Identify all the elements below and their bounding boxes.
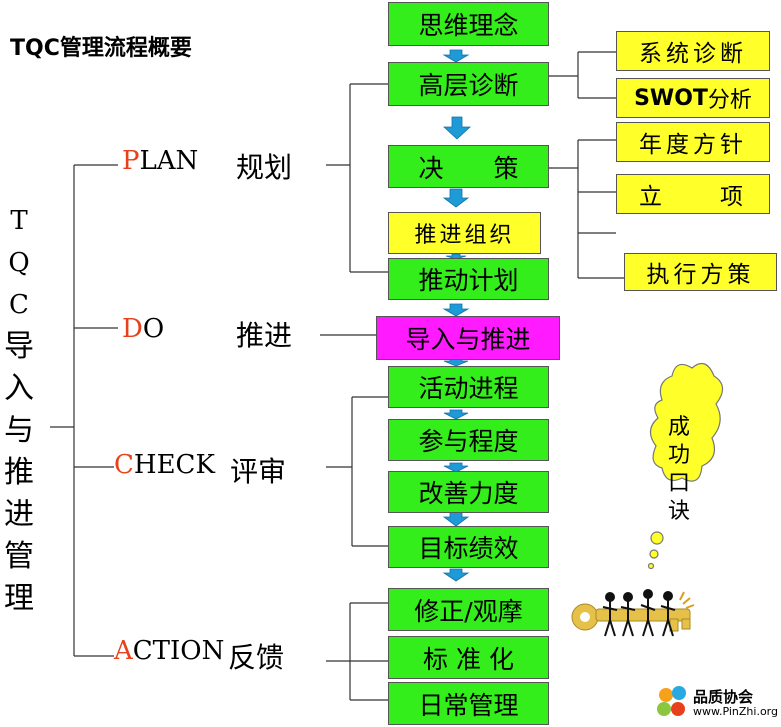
key-figures-icon bbox=[571, 589, 695, 637]
thought-bubble bbox=[647, 362, 724, 570]
step-goal: 目标绩效 bbox=[388, 526, 549, 568]
step-participation: 参与程度 bbox=[388, 419, 549, 461]
step-introduction: 导入与推进 bbox=[376, 316, 560, 360]
page-title: TQC管理流程概要 bbox=[10, 36, 192, 61]
phase-plan: PLAN bbox=[122, 146, 199, 176]
vertical-label: T Q C 导 入 与 推 进 管 理 bbox=[4, 206, 34, 616]
side-execution-plan: 执行方策 bbox=[624, 253, 777, 291]
watermark: 品质协会 www.PinZhi.org bbox=[693, 688, 778, 718]
phase-check-cn: 评审 bbox=[230, 455, 287, 488]
step-standardize: 标 准 化 bbox=[388, 636, 549, 679]
step-decision: 决 策 bbox=[388, 145, 549, 188]
watermark-logo-icon bbox=[657, 686, 686, 716]
phase-check: CHECK bbox=[114, 450, 215, 480]
step-diagnosis: 高层诊断 bbox=[388, 62, 549, 106]
step-organization: 推进组织 bbox=[388, 212, 541, 254]
phase-do-cn: 推进 bbox=[236, 319, 293, 352]
step-activity: 活动进程 bbox=[388, 366, 549, 408]
step-daily: 日常管理 bbox=[388, 682, 549, 725]
phase-do: DO bbox=[122, 314, 165, 344]
phase-action-cn: 反馈 bbox=[228, 641, 285, 674]
phase-plan-cn: 规划 bbox=[236, 151, 293, 184]
step-thinking: 思维理念 bbox=[388, 2, 549, 46]
step-improvement: 改善力度 bbox=[388, 471, 549, 513]
side-annual-policy: 年度方针 bbox=[616, 122, 770, 162]
success-tips-text: 成 功 口 诀 bbox=[667, 415, 690, 524]
side-project: 立 项 bbox=[616, 174, 770, 214]
side-system-diagnosis: 系统诊断 bbox=[616, 31, 770, 71]
step-revise: 修正/观摩 bbox=[388, 588, 549, 631]
phase-action: ACTION bbox=[114, 636, 225, 666]
step-plan: 推动计划 bbox=[388, 258, 549, 300]
